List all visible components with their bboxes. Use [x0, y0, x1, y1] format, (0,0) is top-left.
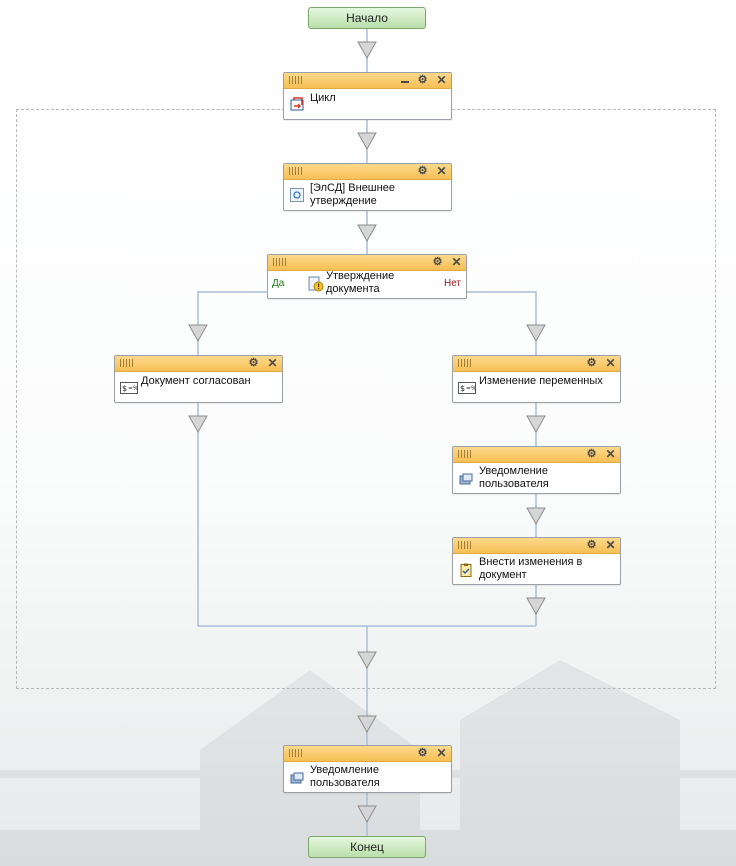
- block-title: Уведомление пользователя: [479, 465, 549, 490]
- notification-icon: [290, 772, 304, 784]
- loop-block[interactable]: ⚙ ✕ Цикл: [283, 72, 452, 120]
- arrow-marker: [526, 507, 546, 526]
- drag-handle[interactable]: [458, 450, 471, 458]
- block-header[interactable]: ⚙ ✕: [268, 255, 466, 271]
- settings-gear-icon[interactable]: ⚙: [586, 357, 597, 369]
- approval-warning-icon: [308, 276, 324, 292]
- drag-handle[interactable]: [458, 359, 471, 367]
- settings-gear-icon[interactable]: ⚙: [417, 165, 428, 177]
- start-node[interactable]: Начало: [308, 7, 426, 29]
- external-approval-block[interactable]: ⚙ ✕ [ЭлСД] Внешнее утверждение: [283, 163, 452, 211]
- variable-assign-icon: $ =%: [458, 382, 476, 394]
- settings-gear-icon[interactable]: ⚙: [586, 539, 597, 551]
- make-changes-block[interactable]: ⚙ ✕ Внести изменения в документ: [452, 537, 621, 585]
- block-title: Внести изменения в документ: [479, 556, 583, 581]
- settings-gear-icon[interactable]: ⚙: [248, 357, 259, 369]
- block-header[interactable]: ⚙ ✕: [453, 447, 620, 463]
- notification-icon: [459, 473, 473, 485]
- arrow-marker: [526, 415, 546, 434]
- external-approval-icon: [290, 188, 304, 202]
- svg-text:=%: =%: [466, 385, 476, 392]
- block-header[interactable]: ⚙ ✕: [284, 746, 451, 762]
- branch-no-label: Нет: [443, 278, 461, 289]
- arrow-marker: [357, 132, 377, 151]
- close-icon[interactable]: ✕: [605, 447, 616, 461]
- svg-text:$: $: [460, 384, 465, 393]
- close-icon[interactable]: ✕: [451, 255, 462, 269]
- change-variables-block[interactable]: ⚙ ✕ $ =% Изменение переменных: [452, 355, 621, 403]
- svg-text:=%: =%: [128, 385, 138, 392]
- close-icon[interactable]: ✕: [267, 356, 278, 370]
- notify-user-final-block[interactable]: ⚙ ✕ Уведомление пользователя: [283, 745, 452, 793]
- variable-assign-icon: $ =%: [120, 382, 138, 394]
- drag-handle[interactable]: [289, 749, 302, 757]
- drag-handle[interactable]: [273, 258, 286, 266]
- block-header[interactable]: ⚙ ✕: [284, 73, 451, 89]
- end-label: Конец: [350, 840, 384, 854]
- block-title: Изменение переменных: [479, 375, 603, 387]
- block-title: Документ согласован: [141, 375, 251, 387]
- arrow-marker: [357, 224, 377, 243]
- arrow-marker: [526, 597, 546, 616]
- start-label: Начало: [346, 11, 388, 25]
- arrow-marker: [526, 324, 546, 343]
- drag-handle[interactable]: [458, 541, 471, 549]
- drag-handle[interactable]: [289, 167, 302, 175]
- arrow-marker: [357, 805, 377, 824]
- close-icon[interactable]: ✕: [605, 538, 616, 552]
- settings-gear-icon[interactable]: ⚙: [417, 747, 428, 759]
- arrow-marker: [188, 415, 208, 434]
- svg-text:$: $: [122, 384, 127, 393]
- block-title: Цикл: [310, 92, 336, 104]
- close-icon[interactable]: ✕: [436, 746, 447, 760]
- block-header[interactable]: ⚙ ✕: [284, 164, 451, 180]
- drag-handle[interactable]: [289, 76, 302, 84]
- notify-user-block[interactable]: ⚙ ✕ Уведомление пользователя: [452, 446, 621, 494]
- block-header[interactable]: ⚙ ✕: [453, 538, 620, 554]
- drag-handle[interactable]: [120, 359, 133, 367]
- branch-yes-label: Да: [272, 278, 285, 289]
- arrow-marker: [357, 41, 377, 60]
- block-header[interactable]: ⚙ ✕: [115, 356, 282, 372]
- settings-gear-icon[interactable]: ⚙: [417, 74, 428, 86]
- task-clipboard-icon: [460, 563, 472, 577]
- block-title: Уведомление пользователя: [310, 764, 380, 789]
- arrow-marker: [357, 715, 377, 734]
- document-agreed-block[interactable]: ⚙ ✕ $ =% Документ согласован: [114, 355, 283, 403]
- arrow-marker: [188, 324, 208, 343]
- close-icon[interactable]: ✕: [436, 73, 447, 87]
- settings-gear-icon[interactable]: ⚙: [432, 256, 443, 268]
- close-icon[interactable]: ✕: [436, 164, 447, 178]
- end-node[interactable]: Конец: [308, 836, 426, 858]
- close-icon[interactable]: ✕: [605, 356, 616, 370]
- arrow-marker: [357, 651, 377, 670]
- block-header[interactable]: ⚙ ✕: [453, 356, 620, 372]
- block-title: [ЭлСД] Внешнее утверждение: [310, 182, 395, 207]
- block-title: Утверждение документа: [326, 270, 395, 295]
- loop-icon: [290, 97, 304, 111]
- settings-gear-icon[interactable]: ⚙: [586, 448, 597, 460]
- approval-decision-block[interactable]: ⚙ ✕ Утверждение документа Да Нет: [267, 254, 467, 299]
- collapse-button[interactable]: [398, 73, 411, 88]
